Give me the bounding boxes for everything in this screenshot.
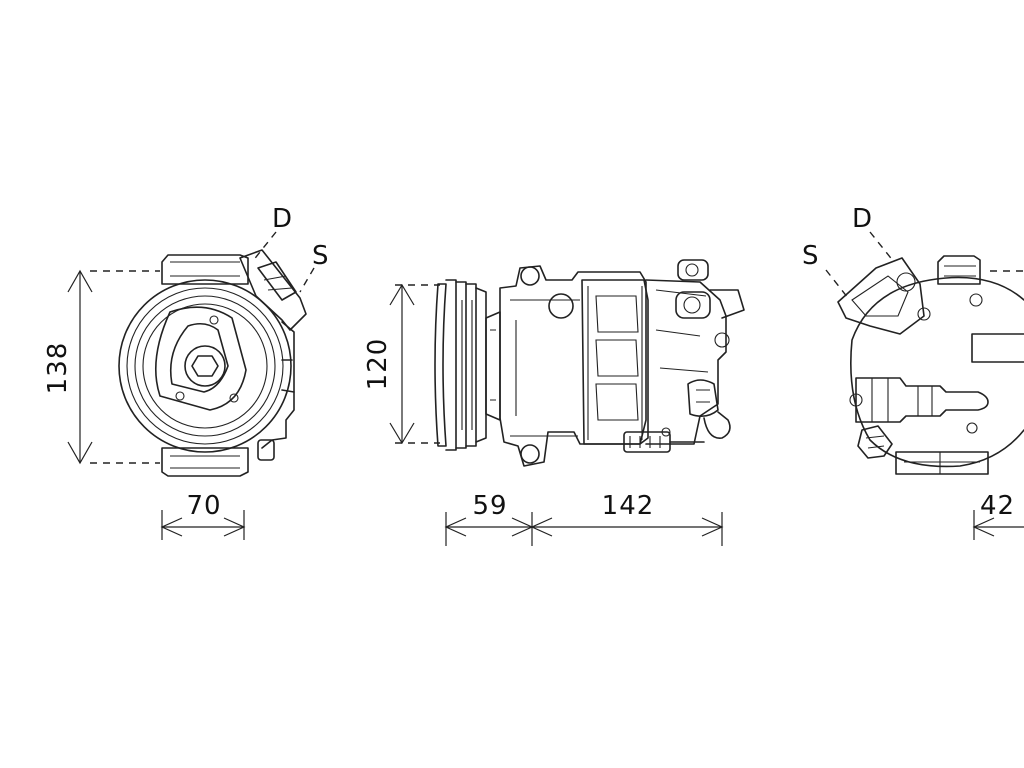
- front-height-label: 138: [43, 342, 73, 395]
- front-width-dimension: [160, 510, 246, 540]
- rear-width-dimension: [972, 510, 1024, 540]
- front-width-label: 70: [186, 491, 221, 521]
- rear-view: [825, 231, 1024, 475]
- body-length-label: 142: [602, 491, 655, 521]
- rear-discharge-port-label: D: [852, 204, 873, 234]
- body-length-dimension: [530, 512, 724, 546]
- front-view: [90, 231, 315, 477]
- rear-width-label: 42: [980, 491, 1015, 521]
- suction-port-label: S: [312, 241, 330, 271]
- side-height-label: 120: [363, 338, 393, 391]
- rear-suction-port-label: S: [802, 241, 820, 271]
- pulley-length-label: 59: [472, 491, 507, 521]
- pulley-length-dimension: [444, 512, 534, 546]
- side-height-dimension: [389, 283, 415, 445]
- discharge-port-label: D: [272, 204, 293, 234]
- front-height-dimension: [67, 269, 93, 465]
- side-view: [395, 259, 745, 467]
